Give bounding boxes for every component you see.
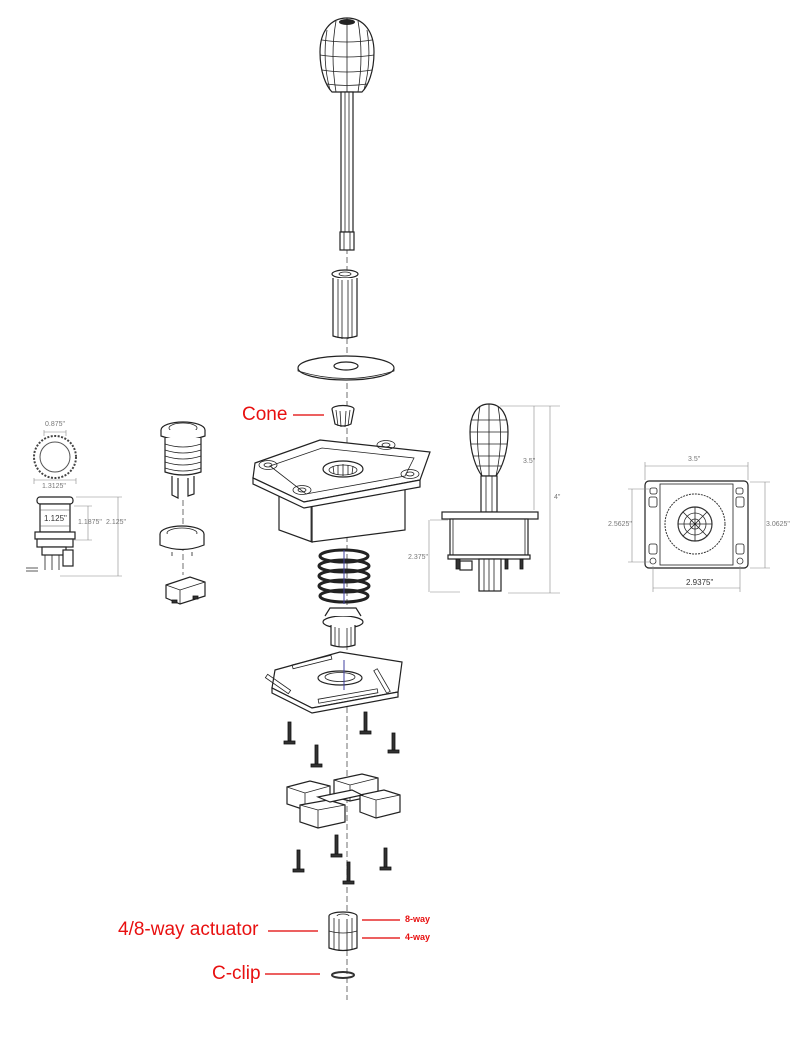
spring-icon [317,548,371,604]
actuator-part-icon [328,911,358,952]
button-total-height-label: 2.125" [106,519,127,526]
microswitches-icon [286,773,401,829]
button-side-view-drawing [26,496,122,577]
joystick-side-view-drawing [428,403,560,594]
dust-washer-icon [297,355,395,381]
shaft-icon [339,91,355,251]
handle-height-label: 3.5" [523,458,536,465]
body-depth-label: 2.375" [408,554,429,561]
button-microswitch-icon [165,576,206,605]
cone-callout-label: Cone [242,404,288,425]
actuator-8way-label: 8-way [405,914,431,924]
push-button-exploded-icon [160,421,206,499]
hole-spacing-y-label: 2.5625" [608,521,632,528]
total-height-label: 4" [554,494,561,501]
c-clip-part-icon [331,971,355,979]
cone-part-icon [331,404,355,428]
base-plate-icon [264,651,403,714]
plate-width-label: 3.5" [688,456,701,463]
button-outer-diameter-label: 1.3125" [42,483,66,490]
button-body-width-label: 1.125" [44,514,67,523]
button-inner-diameter-label: 0.875" [45,421,66,428]
pivot-bushing-icon [322,607,364,648]
plate-height-label: 3.0625" [766,521,790,528]
upper-screws-icon [283,711,400,768]
actuator-4way-label: 4-way [405,932,431,942]
mount-plate-top-view-drawing [628,462,770,592]
hole-spacing-x-label: 2.9375" [686,578,714,587]
ball-top-handle-icon [319,17,375,93]
button-thread-length-label: 1.1875" [78,519,102,526]
top-housing-icon [252,439,431,543]
lower-screws-icon [292,834,392,885]
shaft-sleeve-icon [331,269,359,339]
actuator-callout-label: 4/8-way actuator [118,919,259,940]
c-clip-callout-label: C-clip [212,963,261,984]
button-lock-nut-icon [159,525,205,556]
button-top-view-drawing [33,430,77,484]
